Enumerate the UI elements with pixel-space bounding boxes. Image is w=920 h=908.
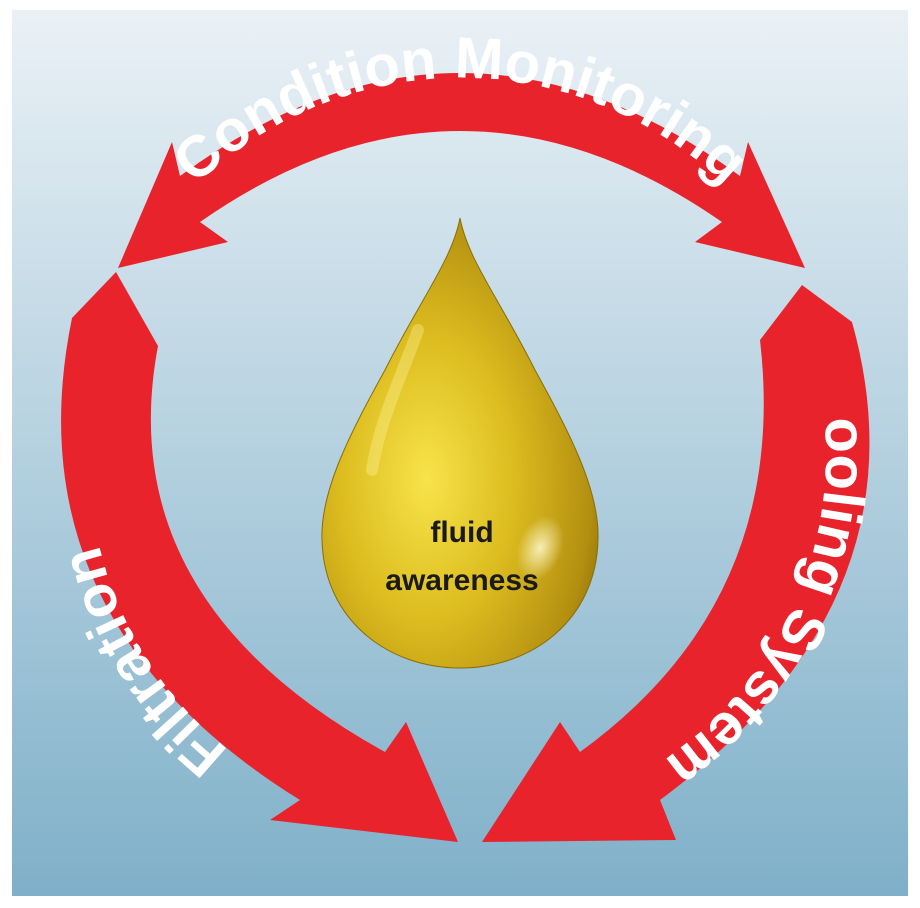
arrow-condition-monitoring — [118, 73, 805, 268]
arrow-cooling-systems — [482, 285, 870, 842]
oil-droplet-icon — [321, 217, 599, 669]
center-label-line2: awareness — [385, 564, 538, 597]
arrow-filtration — [61, 272, 459, 842]
center-label-line1: fluid — [430, 516, 493, 549]
